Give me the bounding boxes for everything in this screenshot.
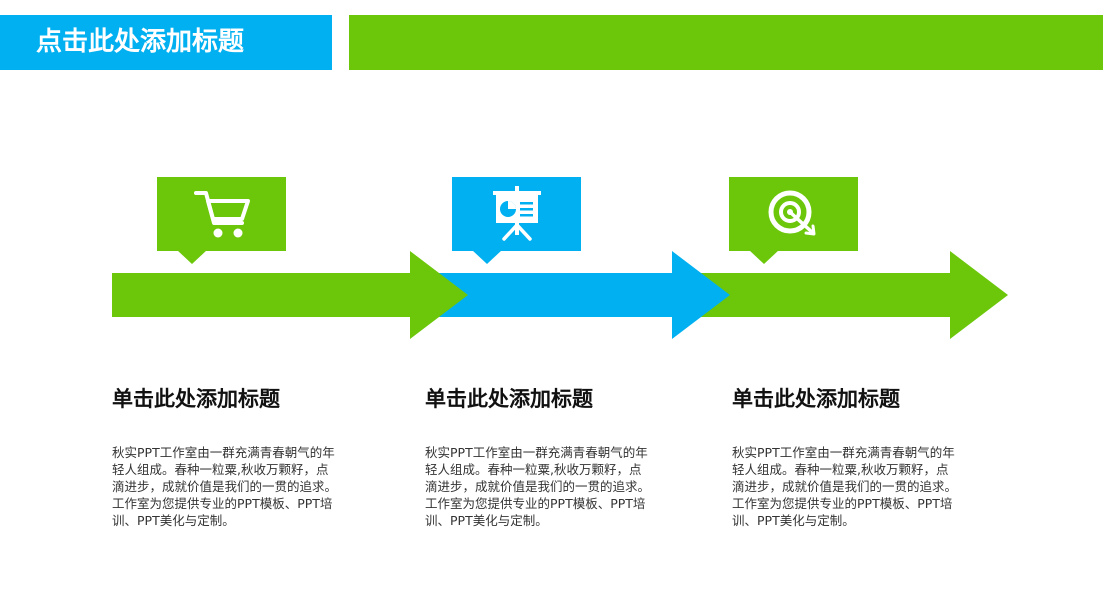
step-2-description[interactable]: 秋实PPT工作室由一群充满青春朝气的年轻人组成。春种一粒粟,秋收万颗籽，点滴进步… (425, 445, 651, 528)
icon-box-step-1 (157, 177, 286, 264)
title-strip (349, 15, 1103, 70)
step-3-description[interactable]: 秋实PPT工作室由一群充满青春朝气的年轻人组成。春种一粒粟,秋收万颗籽，点滴进步… (732, 445, 958, 528)
step-1-description[interactable]: 秋实PPT工作室由一群充满青春朝气的年轻人组成。春种一粒粟,秋收万颗籽，点滴进步… (112, 445, 338, 528)
arrow-step-3 (690, 251, 1008, 339)
step-2-title[interactable]: 单击此处添加标题 (425, 387, 593, 411)
icon-box-step-2 (452, 177, 581, 264)
title-bar: 点击此处添加标题 (0, 15, 332, 70)
target-icon (768, 190, 815, 236)
page-title[interactable]: 点击此处添加标题 (36, 27, 245, 57)
shopping-cart-icon (193, 191, 250, 238)
arrow-step-1 (112, 251, 468, 339)
step-3-title[interactable]: 单击此处添加标题 (732, 387, 900, 411)
icon-box-step-3 (729, 177, 858, 264)
arrow-step-2 (430, 251, 730, 339)
presentation-board-icon (492, 186, 541, 241)
step-1-title[interactable]: 单击此处添加标题 (112, 387, 280, 411)
